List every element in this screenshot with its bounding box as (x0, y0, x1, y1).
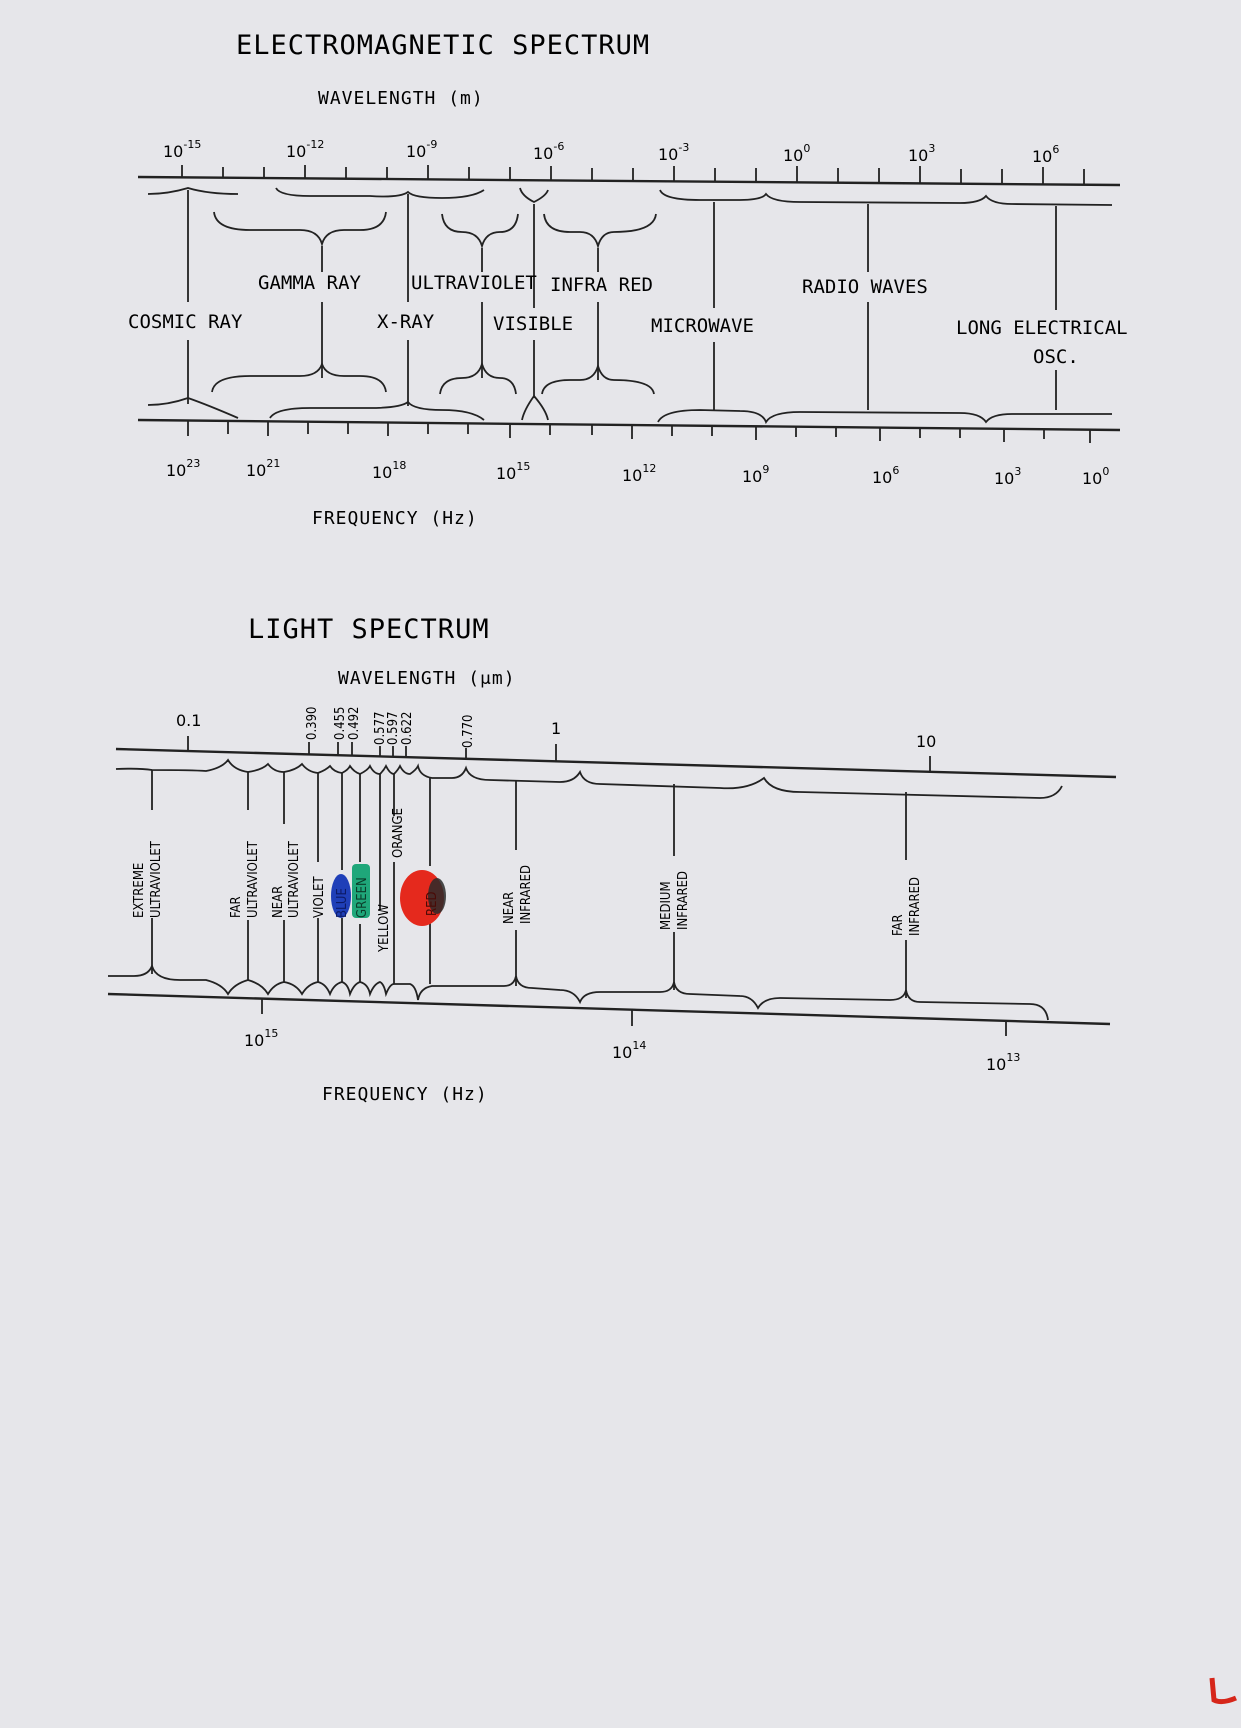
band-near-uv-1: NEAR (271, 886, 286, 918)
band-blue: BLUE (335, 888, 350, 918)
light-wl-label: 1 (551, 719, 561, 738)
light-wavelength-top-labels: 0.1 1 10 (176, 711, 936, 751)
band-far-uv-1: FAR (229, 896, 244, 918)
em-freq-tick-label: 1015 (496, 460, 530, 483)
band-red: RED (425, 891, 440, 916)
light-wl-label: 10 (916, 732, 936, 751)
band-x-ray: X-RAY (377, 311, 435, 333)
band-extreme-uv-1: EXTREME (132, 863, 147, 918)
blue-highlight (331, 874, 351, 918)
band-ultraviolet: ULTRAVIOLET (411, 272, 537, 294)
band-medium-ir-1: MEDIUM (659, 881, 674, 930)
em-freq-tick-label: 109 (742, 463, 769, 486)
red-pen-mark (1209, 1677, 1237, 1705)
light-wavelength-axis (115, 747, 1117, 779)
em-freq-tick-label: 1012 (622, 462, 656, 485)
light-wl-small-label: 0.492 (347, 707, 362, 740)
band-medium-ir-2: INFRARED (676, 871, 691, 930)
em-freq-tick-label: 100 (1082, 465, 1109, 488)
light-frequency-label: FREQUENCY (Hz) (322, 1084, 488, 1105)
green-highlight (352, 864, 370, 918)
light-wavelength-axis-ticks (187, 736, 931, 773)
band-long-electrical: LONG ELECTRICAL (956, 317, 1128, 339)
em-band-labels: COSMIC RAY GAMMA RAY X-RAY ULTRAVIOLET V… (128, 272, 1128, 368)
em-upper-brackets (147, 187, 1113, 206)
band-violet: VIOLET (312, 875, 327, 918)
em-wl-tick-label: 106 (1032, 143, 1059, 166)
light-wl-small-label: 0.455 (333, 707, 348, 740)
band-near-ir-1: NEAR (502, 892, 517, 924)
band-microwave: MICROWAVE (651, 315, 754, 337)
light-color-highlights (331, 864, 446, 926)
band-near-ir-2: INFRARED (519, 865, 534, 924)
band-cosmic-ray: COSMIC RAY (128, 311, 243, 333)
light-freq-tick-label: 1015 (244, 1027, 278, 1050)
light-wl-small-label: 0.577 (373, 712, 388, 745)
em-wl-tick-label: 103 (908, 142, 935, 165)
light-wl-small-label: 0.622 (400, 712, 415, 745)
light-frequency-ticks: 1015 1014 1013 (244, 1027, 1020, 1074)
band-orange: ORANGE (391, 808, 406, 858)
band-gamma-ray: GAMMA RAY (258, 272, 362, 294)
band-visible: VISIBLE (493, 313, 573, 335)
band-far-ir-1: FAR (891, 914, 906, 936)
em-title: ELECTROMAGNETIC SPECTRUM (236, 30, 650, 61)
light-wl-label: 0.1 (176, 711, 201, 730)
band-infra-red: INFRA RED (550, 274, 653, 296)
em-lower-brackets (147, 394, 1112, 425)
em-freq-tick-label: 1023 (166, 457, 200, 480)
band-far-ir-2: INFRARED (908, 877, 923, 936)
em-wavelength-axis (137, 175, 1121, 187)
em-wavelength-ticks: 10-15 10-12 10-9 10-6 10-3 100 103 106 (163, 138, 1059, 166)
light-band-labels: EXTREME ULTRAVIOLET FAR ULTRAVIOLET NEAR… (132, 808, 923, 953)
band-extreme-uv-2: ULTRAVIOLET (149, 840, 164, 918)
em-frequency-ticks: 1023 1021 1018 1015 1012 109 106 103 100 (166, 457, 1109, 488)
light-wl-small-label: 0.597 (386, 712, 401, 745)
em-wl-tick-label: 100 (783, 142, 810, 165)
light-lower-bracket (108, 963, 1049, 1021)
em-inner-lower-brackets (211, 360, 655, 395)
band-near-uv-2: ULTRAVIOLET (287, 840, 302, 918)
em-wl-tick-label: 10-12 (286, 138, 324, 161)
band-radio-waves: RADIO WAVES (802, 276, 928, 298)
light-wl-small-label: 0.390 (305, 707, 320, 740)
em-wl-tick-label: 10-3 (658, 141, 689, 164)
em-freq-tick-label: 106 (872, 464, 899, 487)
em-inner-upper-brackets (213, 211, 657, 250)
light-wavelength-label: WAVELENGTH (μm) (338, 668, 516, 689)
em-band-lines (187, 190, 1057, 410)
light-freq-tick-label: 1014 (612, 1039, 646, 1062)
light-frequency-axis (107, 992, 1111, 1026)
band-long-electrical-osc: OSC. (1033, 346, 1079, 368)
light-upper-bracket (115, 758, 1063, 799)
em-wl-tick-label: 10-9 (406, 138, 437, 161)
band-green: GREEN (355, 877, 370, 918)
light-title: LIGHT SPECTRUM (248, 614, 490, 645)
em-wl-tick-label: 10-6 (533, 140, 564, 163)
band-far-uv-2: ULTRAVIOLET (246, 840, 261, 918)
light-frequency-axis-ticks (261, 998, 1007, 1036)
em-wavelength-label: WAVELENGTH (m) (318, 88, 484, 109)
em-frequency-axis (137, 418, 1121, 432)
light-freq-tick-label: 1013 (986, 1051, 1020, 1074)
em-freq-tick-label: 103 (994, 465, 1021, 488)
light-wavelength-small-labels: 0.390 0.455 0.492 0.577 0.597 0.622 0.77… (305, 707, 476, 748)
em-freq-tick-label: 1018 (372, 459, 406, 482)
em-wl-tick-label: 10-15 (163, 138, 201, 161)
em-freq-tick-label: 1021 (246, 457, 280, 480)
light-wl-small-label: 0.770 (461, 715, 476, 748)
red-highlight-dark-edge (428, 878, 446, 914)
em-frequency-axis-ticks (187, 420, 1091, 443)
em-frequency-label: FREQUENCY (Hz) (312, 508, 478, 529)
light-band-lines (151, 770, 907, 998)
band-yellow: YELLOW (377, 904, 392, 953)
em-wavelength-axis-ticks (181, 165, 1085, 185)
